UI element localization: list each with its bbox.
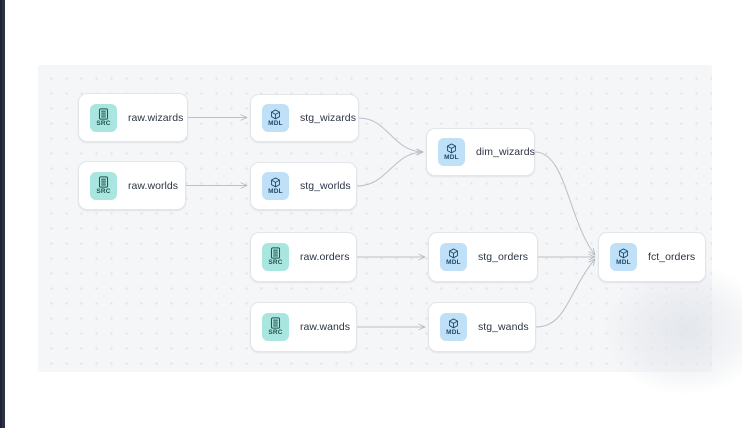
node-label: raw.wizards xyxy=(128,111,184,124)
focus-halo xyxy=(604,265,742,395)
mdl-badge: MDL xyxy=(610,243,637,271)
cube-icon xyxy=(448,317,459,328)
mdl-badge-tag: MDL xyxy=(268,187,283,195)
node-label: fct_orders xyxy=(648,251,696,263)
database-icon xyxy=(98,107,109,120)
cube-icon xyxy=(618,247,629,258)
src-badge-tag: SRC xyxy=(268,329,283,336)
node-stg-worlds[interactable]: MDL stg_worlds xyxy=(250,162,357,210)
src-badge: SRC xyxy=(262,313,289,341)
node-stg-orders[interactable]: MDL stg_orders xyxy=(428,232,538,282)
left-rail xyxy=(0,0,5,428)
mdl-badge: MDL xyxy=(262,172,289,200)
left-rail-accent xyxy=(0,0,2,428)
mdl-badge-tag: MDL xyxy=(446,328,461,336)
node-label: raw.wands xyxy=(300,321,351,333)
src-badge: SRC xyxy=(90,103,117,132)
node-label: raw.orders xyxy=(300,251,350,263)
src-badge-tag: SRC xyxy=(96,119,111,127)
node-stg-wizards[interactable]: MDL stg_wizards xyxy=(250,94,359,142)
database-icon xyxy=(98,175,109,188)
mdl-badge: MDL xyxy=(440,243,467,271)
src-badge-tag: SRC xyxy=(268,259,283,266)
mdl-badge-tag: MDL xyxy=(446,258,461,266)
node-raw-wizards[interactable]: SRC raw.wizards xyxy=(78,93,188,142)
node-dim-wizards[interactable]: MDL dim_wizards xyxy=(426,128,535,176)
mdl-badge: MDL xyxy=(262,104,289,132)
node-label: stg_orders xyxy=(478,251,529,263)
mdl-badge-tag: MDL xyxy=(268,119,283,127)
node-raw-wands[interactable]: SRC raw.wands xyxy=(250,302,357,352)
node-label: stg_wizards xyxy=(300,112,356,124)
node-stg-wands[interactable]: MDL stg_wands xyxy=(428,302,536,352)
cube-icon xyxy=(270,108,281,119)
src-badge-tag: SRC xyxy=(96,187,111,195)
mdl-badge: MDL xyxy=(440,313,467,341)
mdl-badge-tag: MDL xyxy=(616,258,631,266)
node-label: raw.worlds xyxy=(128,179,179,192)
mdl-badge: MDL xyxy=(438,138,465,166)
node-raw-worlds[interactable]: SRC raw.worlds xyxy=(78,161,186,210)
database-icon xyxy=(270,317,281,329)
src-badge: SRC xyxy=(90,171,117,200)
node-fct-orders[interactable]: MDL fct_orders xyxy=(598,232,706,282)
mdl-badge-tag: MDL xyxy=(444,153,459,161)
node-label: stg_worlds xyxy=(300,180,351,192)
src-badge: SRC xyxy=(262,243,289,271)
node-label: stg_wands xyxy=(478,321,529,333)
cube-icon xyxy=(448,247,459,258)
cube-icon xyxy=(270,176,281,187)
node-label: dim_wizards xyxy=(476,146,535,158)
database-icon xyxy=(270,247,281,259)
cube-icon xyxy=(446,142,457,153)
node-raw-orders[interactable]: SRC raw.orders xyxy=(250,232,357,282)
